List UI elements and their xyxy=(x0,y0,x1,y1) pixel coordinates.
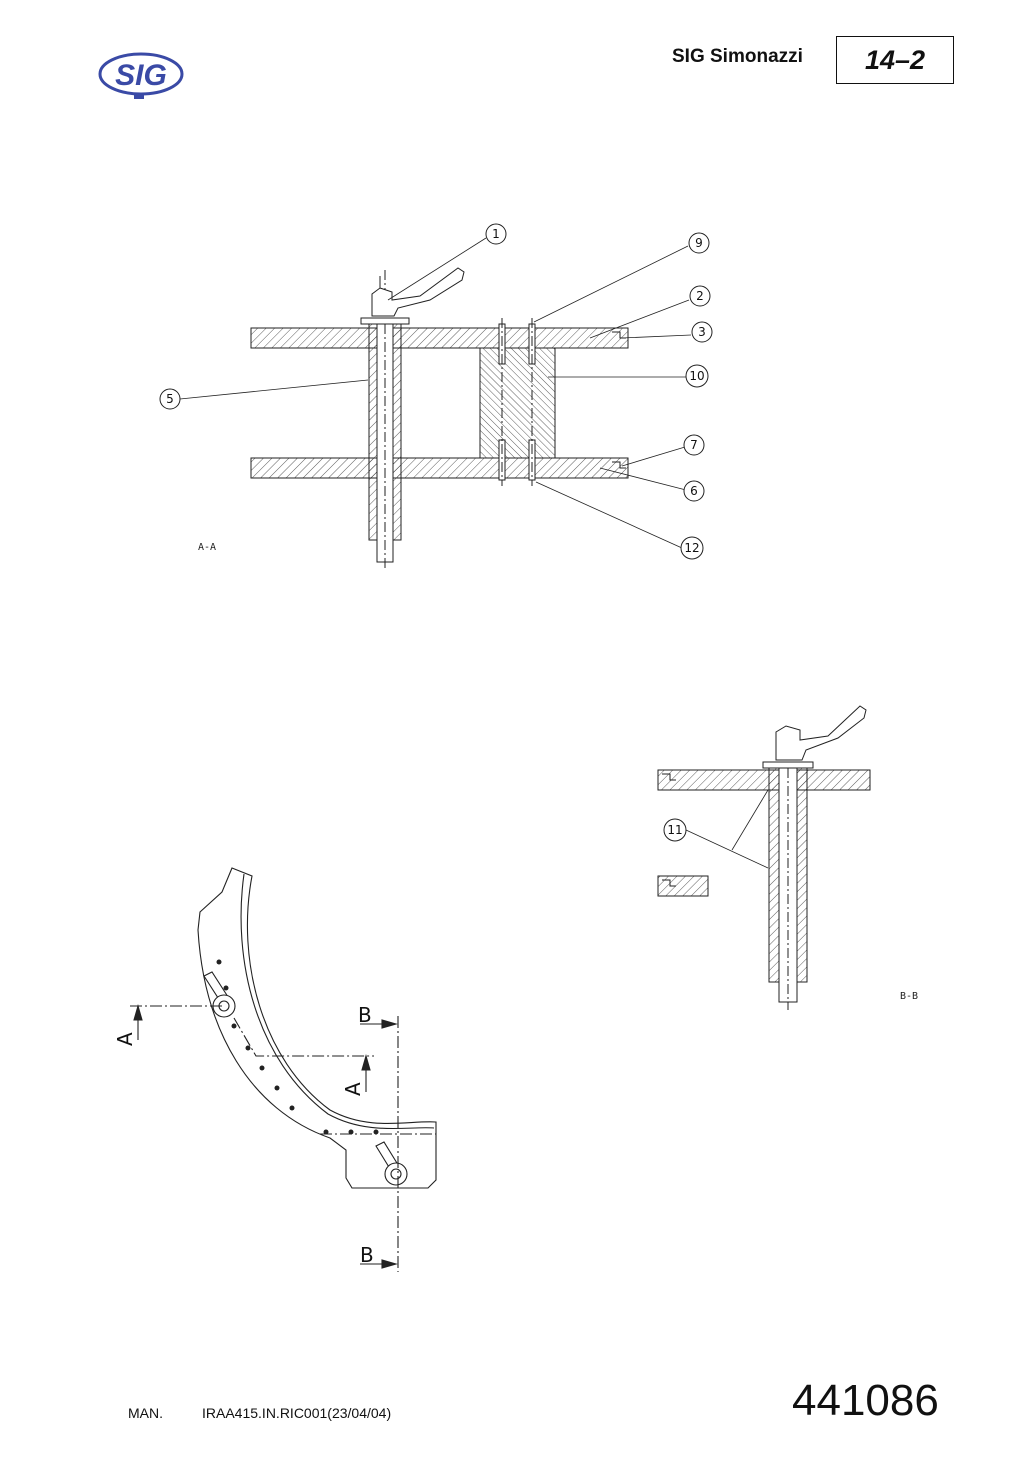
section-marker-b-top: B xyxy=(358,1003,372,1027)
section-aa-view xyxy=(250,267,629,570)
section-marker-b-bottom: B xyxy=(360,1243,374,1267)
plan-holes xyxy=(216,959,379,1135)
balloon-7: 7 xyxy=(690,438,698,452)
plan-view xyxy=(130,867,437,1272)
section-aa-label: A-A xyxy=(198,542,216,553)
balloon-6: 6 xyxy=(690,484,698,498)
section-marker-a-left: A xyxy=(113,1032,137,1046)
brand-name: SIG Simonazzi xyxy=(672,46,803,67)
page-number: 14–2 xyxy=(836,36,954,84)
balloon-3: 3 xyxy=(698,325,706,339)
footer-ref: IRAA415.IN.RIC001(23/04/04) xyxy=(202,1405,392,1421)
balloon-12: 12 xyxy=(684,541,699,555)
section-bb-label: B-B xyxy=(900,991,918,1002)
footer-man: MAN. xyxy=(128,1405,163,1421)
section-bb-view xyxy=(657,705,871,1010)
balloon-2: 2 xyxy=(696,289,704,303)
balloon-1: 1 xyxy=(492,227,500,241)
balloon-11: 11 xyxy=(667,823,682,837)
balloon-10: 10 xyxy=(689,369,704,383)
balloons-aa xyxy=(159,223,713,560)
section-marker-a-right: A xyxy=(341,1082,365,1096)
logo-text: SIG xyxy=(115,59,167,92)
sig-logo: SIG xyxy=(98,52,184,99)
balloon-5: 5 xyxy=(166,392,174,406)
doc-number: 441086 xyxy=(792,1376,939,1425)
balloon-9: 9 xyxy=(695,236,703,250)
